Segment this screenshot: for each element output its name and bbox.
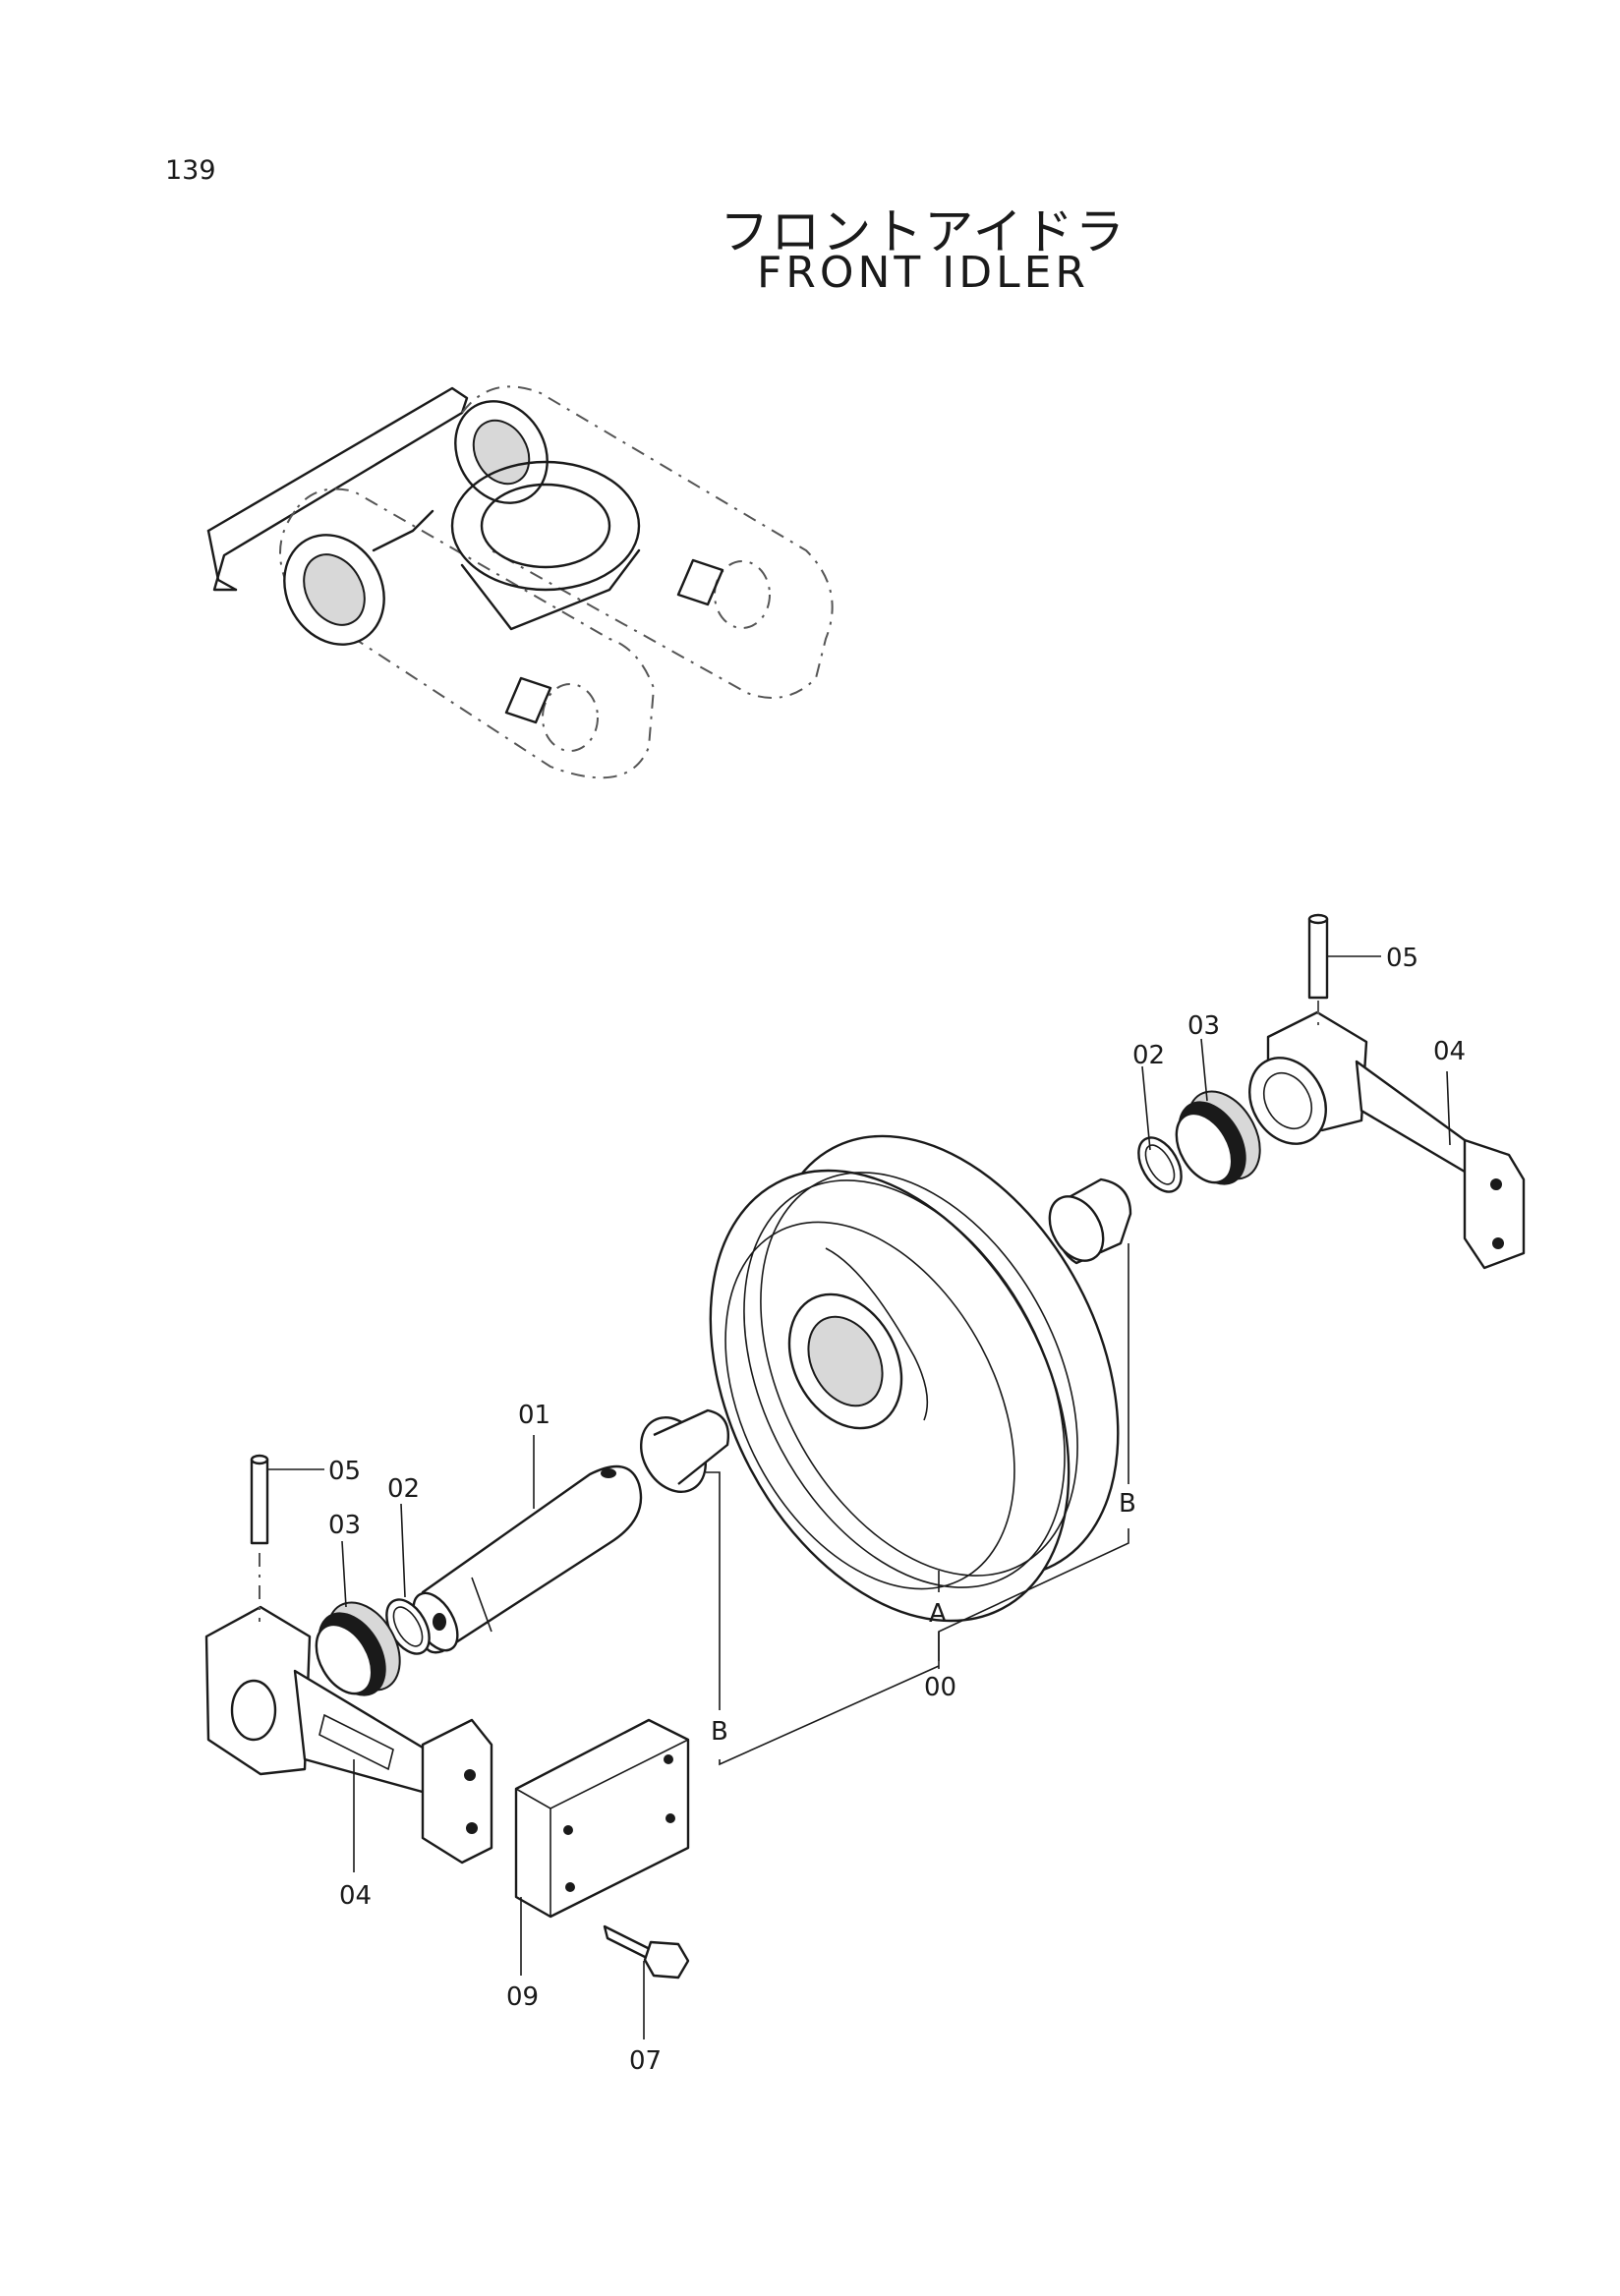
- spring-pin-right-body: [1307, 917, 1329, 1000]
- label-09: 09: [506, 1982, 539, 2012]
- title-japanese: フロントアイドラ: [720, 203, 1127, 260]
- seal-right: [1175, 1090, 1261, 1185]
- bushing-right: [1048, 1177, 1132, 1265]
- left-track: [279, 488, 656, 779]
- undercarriage-overview: [206, 385, 834, 779]
- bracket-right-hole-1: [1490, 1178, 1502, 1190]
- page-number: 139: [165, 155, 216, 186]
- right-track: [461, 385, 834, 699]
- swing-bearing-inner: [480, 483, 611, 569]
- idler-wheel-rim-1: [743, 1179, 1066, 1588]
- spring-pin-left-top: [250, 1454, 269, 1465]
- label-05-right: 05: [1386, 944, 1418, 973]
- center-frame: [460, 548, 641, 631]
- seal-left-face: [315, 1623, 374, 1695]
- track-frame-block-right: [676, 558, 724, 606]
- overview-idler-right-hub: [472, 419, 531, 486]
- bracket-left-pad: [421, 1718, 493, 1865]
- bracket-left-bore: [230, 1679, 277, 1742]
- overview-sprocket-left: [542, 683, 599, 752]
- shaft-01: [412, 1464, 643, 1654]
- bracket-right-hole-2: [1492, 1237, 1504, 1249]
- seal-left: [315, 1601, 401, 1696]
- bushing-left: [640, 1408, 729, 1493]
- overview-idler-left-hub: [303, 553, 366, 626]
- plate-hole-3: [664, 1754, 673, 1764]
- overview-sprocket-right: [714, 560, 771, 629]
- label-01: 01: [518, 1401, 550, 1430]
- label-A: A: [929, 1599, 947, 1629]
- label-00: 00: [924, 1673, 956, 1702]
- leader-04-right: [1446, 1070, 1451, 1146]
- bracket-left-hole-1: [464, 1769, 476, 1781]
- leader-02-right: [1141, 1065, 1151, 1151]
- label-03-right: 03: [1187, 1011, 1220, 1041]
- spring-pin-left: [250, 1454, 269, 1622]
- spring-pin-right-top: [1307, 913, 1329, 925]
- bracket-left-slot: [318, 1713, 394, 1771]
- idler-wheel-rim-2: [760, 1172, 1078, 1577]
- leader-lines: [267, 955, 1451, 2039]
- track-frame-block-left: [504, 676, 552, 724]
- bolt-07: [603, 1924, 690, 1980]
- bushing-left-body: [653, 1408, 729, 1485]
- label-02-right: 02: [1132, 1041, 1165, 1070]
- front-idler-assembly: [709, 1134, 1120, 1623]
- bracket-left: [204, 1605, 493, 1865]
- bracket-right: [1248, 1010, 1526, 1270]
- swing-bearing: [450, 460, 641, 592]
- bracket-left-hole-2: [466, 1822, 478, 1834]
- shaft-step: [471, 1577, 492, 1633]
- seal-right-face: [1175, 1112, 1234, 1184]
- o-ring-right: [1137, 1136, 1183, 1193]
- plate-hole-1: [563, 1825, 573, 1835]
- spring-pin-left-body: [250, 1458, 269, 1545]
- leader-B-left-bottom: [719, 1665, 940, 1766]
- plate-09: [514, 1718, 690, 1919]
- label-04-right: 04: [1433, 1037, 1466, 1066]
- title-english: FRONT IDLER: [756, 248, 1090, 298]
- label-07: 07: [629, 2046, 662, 2076]
- label-03-left: 03: [328, 1511, 361, 1540]
- label-02-left: 02: [387, 1474, 420, 1504]
- label-04-left: 04: [339, 1881, 372, 1911]
- bushing-right-end: [1048, 1195, 1105, 1262]
- part-labels: 05 02 03 04 01 05 02 03 B A 00 B 04 09 0…: [328, 944, 1466, 2076]
- frame-arm: [372, 509, 434, 552]
- label-B-right: B: [1119, 1489, 1136, 1519]
- idler-hub-bore: [807, 1315, 884, 1407]
- bracket-right-arm: [1355, 1060, 1472, 1177]
- leader-03-left: [341, 1540, 347, 1608]
- leader-B-left: [706, 1471, 721, 1710]
- o-ring-left-inner: [392, 1606, 424, 1647]
- bracket-right-pad: [1463, 1138, 1526, 1270]
- shaft-end-hole: [433, 1613, 446, 1631]
- bracket-right-bore: [1262, 1071, 1313, 1130]
- plate-hole-2: [565, 1882, 575, 1892]
- spring-pin-right: [1307, 913, 1329, 1027]
- plate-body: [514, 1718, 690, 1919]
- plate-hole-4: [665, 1813, 675, 1823]
- idler-web-curve: [825, 1247, 929, 1421]
- shaft-pin-hole: [601, 1468, 616, 1478]
- idler-wheel-face: [724, 1221, 1015, 1590]
- leader-02-left: [400, 1503, 406, 1598]
- bolt-head: [643, 1940, 690, 1980]
- leader-03-right: [1200, 1038, 1208, 1102]
- dozer-blade-edge: [206, 529, 238, 592]
- label-05-left: 05: [328, 1457, 361, 1486]
- label-B-left: B: [711, 1717, 728, 1747]
